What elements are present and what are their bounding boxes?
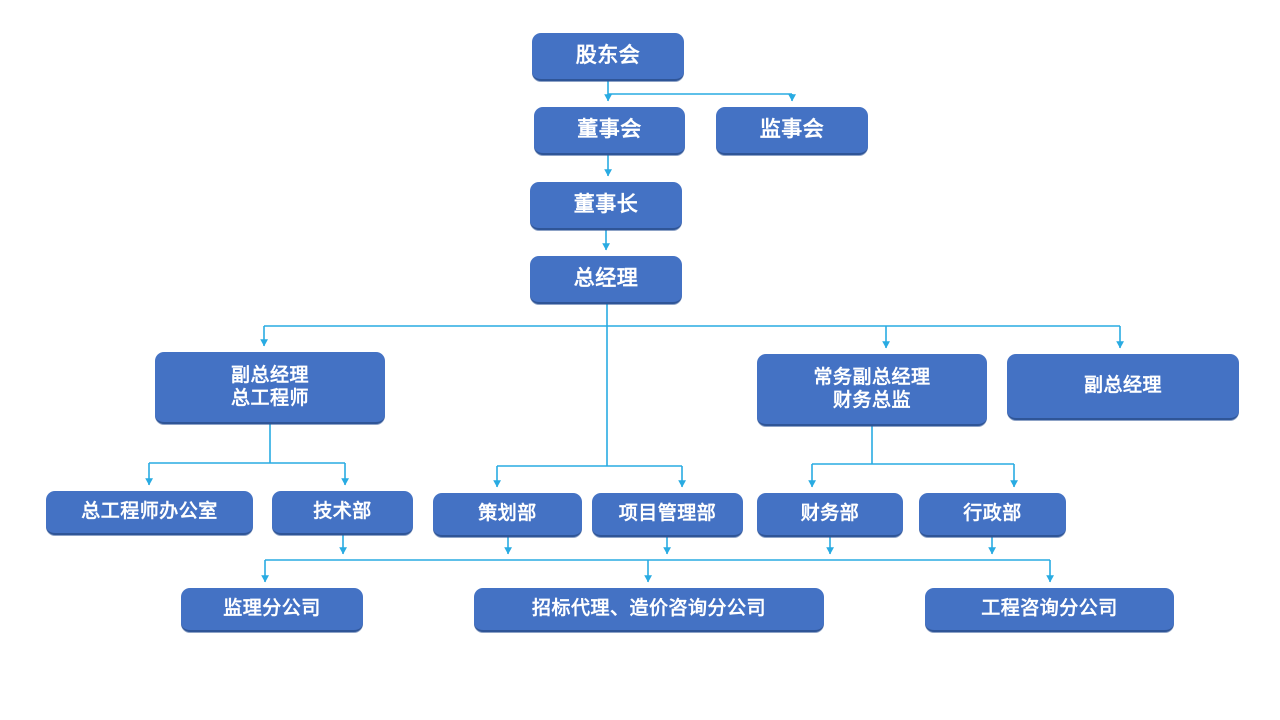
- node-shareholders[interactable]: 股东会: [532, 33, 684, 81]
- edge-shareholders-bus: [607, 81, 792, 95]
- node-label: 董事长: [573, 193, 639, 217]
- node-label: 总经理: [573, 267, 639, 291]
- node-label: 股东会: [575, 44, 641, 68]
- node-bidding-cost-consulting-branch[interactable]: 招标代理、造价咨询分公司: [474, 588, 824, 632]
- node-label: 副总经理: [1083, 375, 1162, 397]
- node-label: 副总经理 总工程师: [230, 364, 309, 409]
- node-engineering-consulting-branch[interactable]: 工程咨询分公司: [925, 588, 1174, 632]
- node-project-management-department[interactable]: 项目管理部: [592, 493, 743, 537]
- node-label: 工程咨询分公司: [981, 598, 1118, 620]
- node-label: 技术部: [313, 501, 372, 523]
- node-administration-department[interactable]: 行政部: [919, 493, 1066, 537]
- node-executive-vp-cfo[interactable]: 常务副总经理 财务总监: [757, 354, 987, 426]
- node-label: 策划部: [478, 503, 537, 525]
- node-label: 行政部: [963, 503, 1022, 525]
- node-label: 项目管理部: [618, 503, 717, 525]
- node-vice-president[interactable]: 副总经理: [1007, 354, 1239, 420]
- node-supervision-branch[interactable]: 监理分公司: [181, 588, 363, 632]
- node-label: 财务部: [800, 503, 860, 525]
- node-board-of-directors[interactable]: 董事会: [534, 107, 685, 155]
- node-label: 招标代理、造价咨询分公司: [531, 598, 766, 620]
- node-label: 监事会: [759, 118, 825, 142]
- node-finance-department[interactable]: 财务部: [757, 493, 903, 537]
- node-chief-engineer-office[interactable]: 总工程师办公室: [46, 491, 253, 535]
- node-technology-department[interactable]: 技术部: [272, 491, 413, 535]
- node-label: 常务副总经理 财务总监: [813, 366, 931, 411]
- node-planning-department[interactable]: 策划部: [433, 493, 582, 537]
- node-label: 监理分公司: [223, 598, 321, 620]
- node-label: 总工程师办公室: [81, 501, 218, 523]
- node-label: 董事会: [577, 118, 642, 142]
- node-vp-chief-engineer[interactable]: 副总经理 总工程师: [155, 352, 385, 424]
- node-board-of-supervisors[interactable]: 监事会: [716, 107, 868, 155]
- node-general-manager[interactable]: 总经理: [530, 256, 682, 304]
- node-chairman[interactable]: 董事长: [530, 182, 682, 230]
